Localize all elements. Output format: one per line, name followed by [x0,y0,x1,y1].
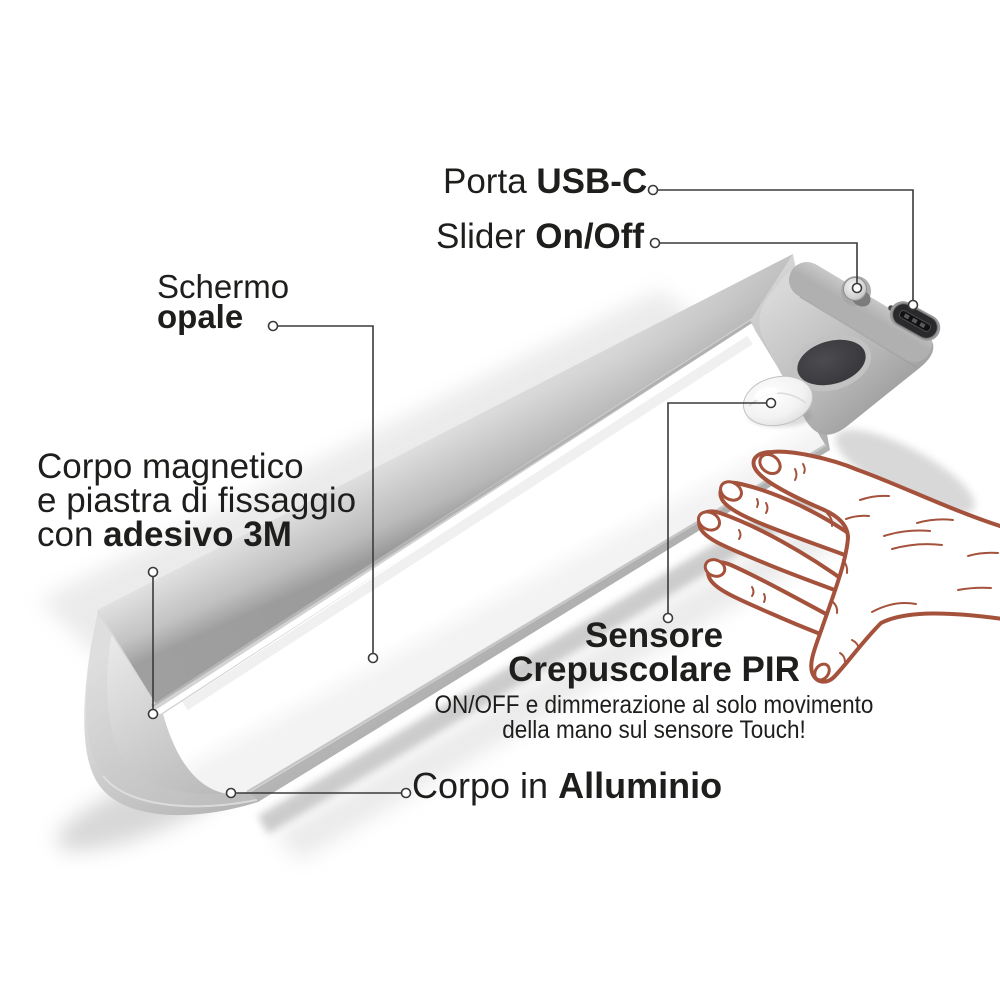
left-end-cap [85,611,257,807]
aluminum-top-face-shading [97,254,793,703]
label-pir-sensor-title1: Sensore [584,616,724,655]
left-end-cap-rim [102,775,258,808]
head-edge-crease [799,296,919,369]
label-aluminum-body: Corpo in Alluminio [412,767,722,805]
label-usb-port: Porta USB-C [443,164,647,200]
leader-usb-port [653,189,914,305]
label-opal-screen: Schermo opale [157,268,290,335]
leader-opal-screen [273,325,374,658]
usb-c-port [889,301,941,341]
label-opal-screen-line1: Schermo [157,268,290,305]
label-aluminum-body-bold: Alluminio [558,765,723,806]
hand-sketch [696,449,1000,684]
hand-pinky-finger [706,560,854,648]
hand-nails [696,452,831,682]
hand-middle-finger [718,480,860,562]
leader-slider [655,242,858,288]
diffuser-reflection [182,335,753,711]
label-pir-sensor-title2: Crepuscolare PIR [508,650,800,689]
label-usb-port-prefix: Porta [443,162,537,201]
head-top-edge-face [789,262,932,362]
bevel-edge [151,320,752,708]
sensor-head [742,262,941,435]
label-pir-sensor: Sensore Crepuscolare PIR ON/OFF e dimmer… [404,616,904,743]
hand-ring-finger [697,509,852,598]
pir-dome-highlight [754,387,778,401]
label-magnetic-body-line3: con adesivo 3M [37,515,292,554]
label-pir-sensor-subtitle1: ON/OFF e dimmerazione al solo movimento [434,691,874,719]
cap-crease [97,610,156,705]
edge-highlight [156,323,755,715]
hand-creases [738,463,999,663]
leader-lines [147,184,919,799]
label-pir-sensor-subtitle: ON/OFF e dimmerazione al solo movimento … [429,693,879,743]
label-slider: Slider On/Off [436,219,644,255]
label-slider-bold: On/Off [535,217,645,256]
touch-sensor [797,339,866,386]
label-magnetic-body: Corpo magnetico e piastra di fissaggio c… [37,447,357,554]
label-opal-screen-line2: opale [157,298,244,335]
label-magnetic-body-line1: Corpo magnetico [37,447,304,486]
label-aluminum-body-prefix: Corpo in [412,765,559,806]
pir-dome [742,375,814,427]
opal-diffuser [163,327,826,795]
leader-pir-sensor [667,402,771,618]
lamp-bar [84,254,831,816]
label-magnetic-body-line2: e piastra di fissaggio [37,481,357,520]
leader-end-dots [147,184,919,799]
label-pir-sensor-subtitle2: della mano sul sensore Touch! [502,716,806,744]
label-slider-prefix: Slider [436,217,536,256]
label-usb-port-bold: USB-C [536,162,648,201]
pir-dome-facet [748,392,807,407]
